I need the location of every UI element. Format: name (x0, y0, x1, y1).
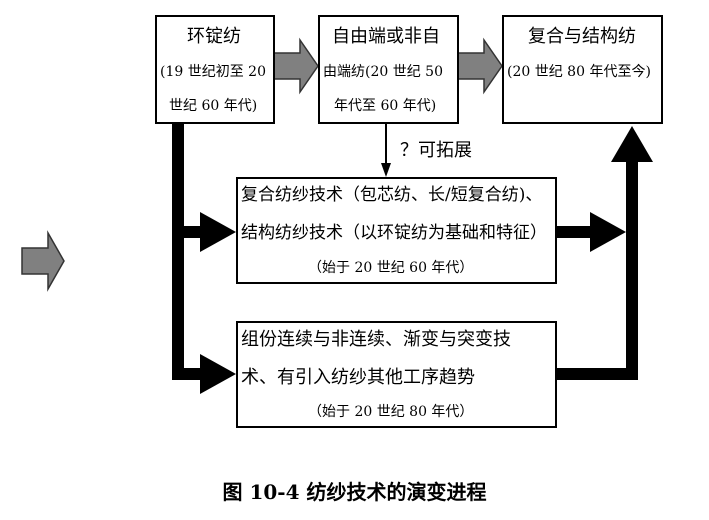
branch-to-box4-bar (172, 226, 202, 238)
composite-tech-line: 复合纺纱技术（包芯纺、长/短复合纺)、 (241, 185, 543, 205)
right-trunk (626, 160, 638, 380)
box5-out-bar (556, 368, 638, 380)
structure-tech-line: 结构纺纱技术（以环锭纺为基础和特征） (241, 223, 547, 243)
thin-arrow-head (381, 163, 391, 177)
component-continuity-tech-box: 组份连续与非连续、渐变与突变技 术、有引入纺纱其他工序趋势 （始于 20 世纪 … (236, 321, 557, 428)
stage-ring-spinning-box: 环锭纺 (19 世纪初至 20 世纪 60 年代) (155, 15, 275, 124)
figure-caption: 图 10-4 纺纱技术的演变进程 (222, 480, 487, 504)
right-trunk-head (611, 126, 653, 162)
branch-to-box5-bar (172, 368, 202, 380)
box4-out-head (590, 212, 626, 252)
continuity-tech-line-1: 组份连续与非连续、渐变与突变技 (241, 329, 511, 350)
continuity-tech-line-2: 术、有引入纺纱其他工序趋势 (241, 367, 475, 388)
branch-to-box5-head (200, 354, 236, 394)
left-trunk (172, 122, 184, 380)
stage-open-end-period-2: 年代至 60 年代) (334, 98, 437, 114)
stage-composite-period: (20 世纪 80 年代至今) (507, 64, 651, 80)
expandable-label: ？可拓展 (400, 140, 472, 161)
stage-composite-title: 复合与结构纺 (528, 26, 636, 47)
composite-tech-period: （始于 20 世纪 60 年代） (308, 260, 474, 276)
stage-open-end-period-1: 由端纺(20 世纪 50 (323, 64, 443, 80)
arrow-box1-to-box2 (273, 37, 319, 95)
stage-open-end-title: 自由端或非自 (332, 26, 440, 47)
continuity-tech-period: （始于 20 世纪 80 年代） (308, 404, 474, 420)
stage-composite-box: 复合与结构纺 (20 世纪 80 年代至今) (502, 15, 663, 124)
arrow-box2-to-box3 (457, 37, 503, 95)
stage-ring-period-1: (19 世纪初至 20 (160, 64, 266, 80)
branch-to-box4-head (200, 212, 236, 252)
stage-open-end-box: 自由端或非自 由端纺(20 世纪 50 年代至 60 年代) (318, 15, 459, 124)
box4-out-bar (556, 226, 592, 238)
stage-ring-title: 环锭纺 (187, 26, 241, 47)
side-arrow (21, 230, 65, 292)
composite-structure-tech-box: 复合纺纱技术（包芯纺、长/短复合纺)、 结构纺纱技术（以环锭纺为基础和特征） （… (236, 177, 557, 284)
stage-ring-period-2: 世纪 60 年代) (169, 98, 258, 114)
